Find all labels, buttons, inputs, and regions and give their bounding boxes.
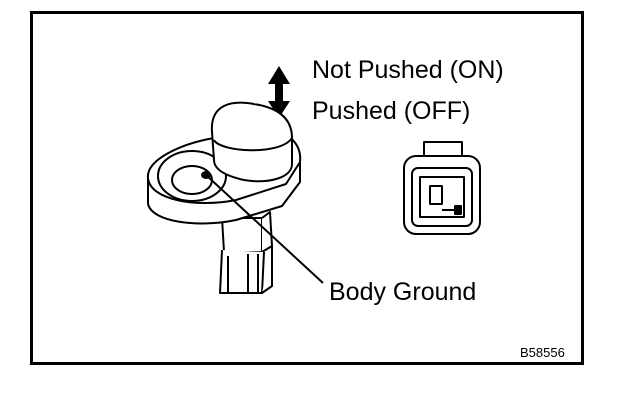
connector-terminal-icon (403, 141, 481, 235)
not-pushed-label: Not Pushed (ON) (312, 56, 504, 84)
double-vertical-arrow-icon (268, 66, 290, 118)
body-ground-label: Body Ground (329, 278, 477, 306)
figure-code: B58556 (520, 345, 565, 360)
figure-frame (30, 11, 584, 365)
body-ground-leader-line (205, 174, 324, 284)
pushed-label: Pushed (OFF) (312, 97, 471, 125)
door-switch-illustration (146, 101, 302, 294)
